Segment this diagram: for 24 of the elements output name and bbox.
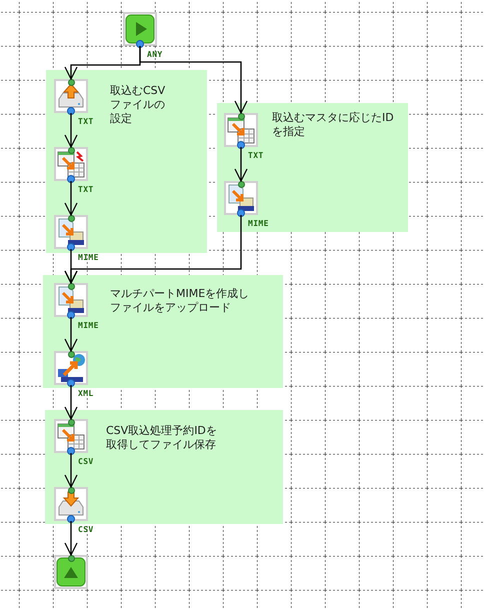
connector-arrow [234, 147, 248, 182]
connector-arrow [64, 113, 78, 148]
group-description: マルチパートMIMEを作成しファイルをアップロード [110, 287, 250, 315]
group-description: 取込むマスタに応じたIDを指定 [272, 111, 394, 139]
connector-arrow [64, 385, 78, 420]
connector-arrow [64, 453, 78, 488]
connector-arrow [139, 46, 248, 114]
group-panel [217, 103, 408, 232]
port-label: CSV [78, 526, 94, 534]
port-label: TXT [248, 152, 264, 160]
connector-arrow [64, 521, 78, 556]
connector-arrow [64, 317, 78, 352]
group-description: 取込むCSVファイルの設定 [110, 84, 166, 126]
port-label: ANY [147, 51, 163, 59]
connector-arrow [64, 181, 78, 216]
group-description: CSV取込処理予約IDを取得してファイル保存 [106, 424, 218, 452]
port-label: MIME [78, 322, 99, 330]
connector-arrow [64, 215, 242, 284]
port-label: MIME [78, 254, 99, 262]
port-label: CSV [78, 458, 94, 466]
port-label: XML [78, 390, 94, 398]
port-label: MIME [248, 220, 269, 228]
port-label: TXT [78, 118, 94, 126]
port-label: TXT [78, 186, 94, 194]
